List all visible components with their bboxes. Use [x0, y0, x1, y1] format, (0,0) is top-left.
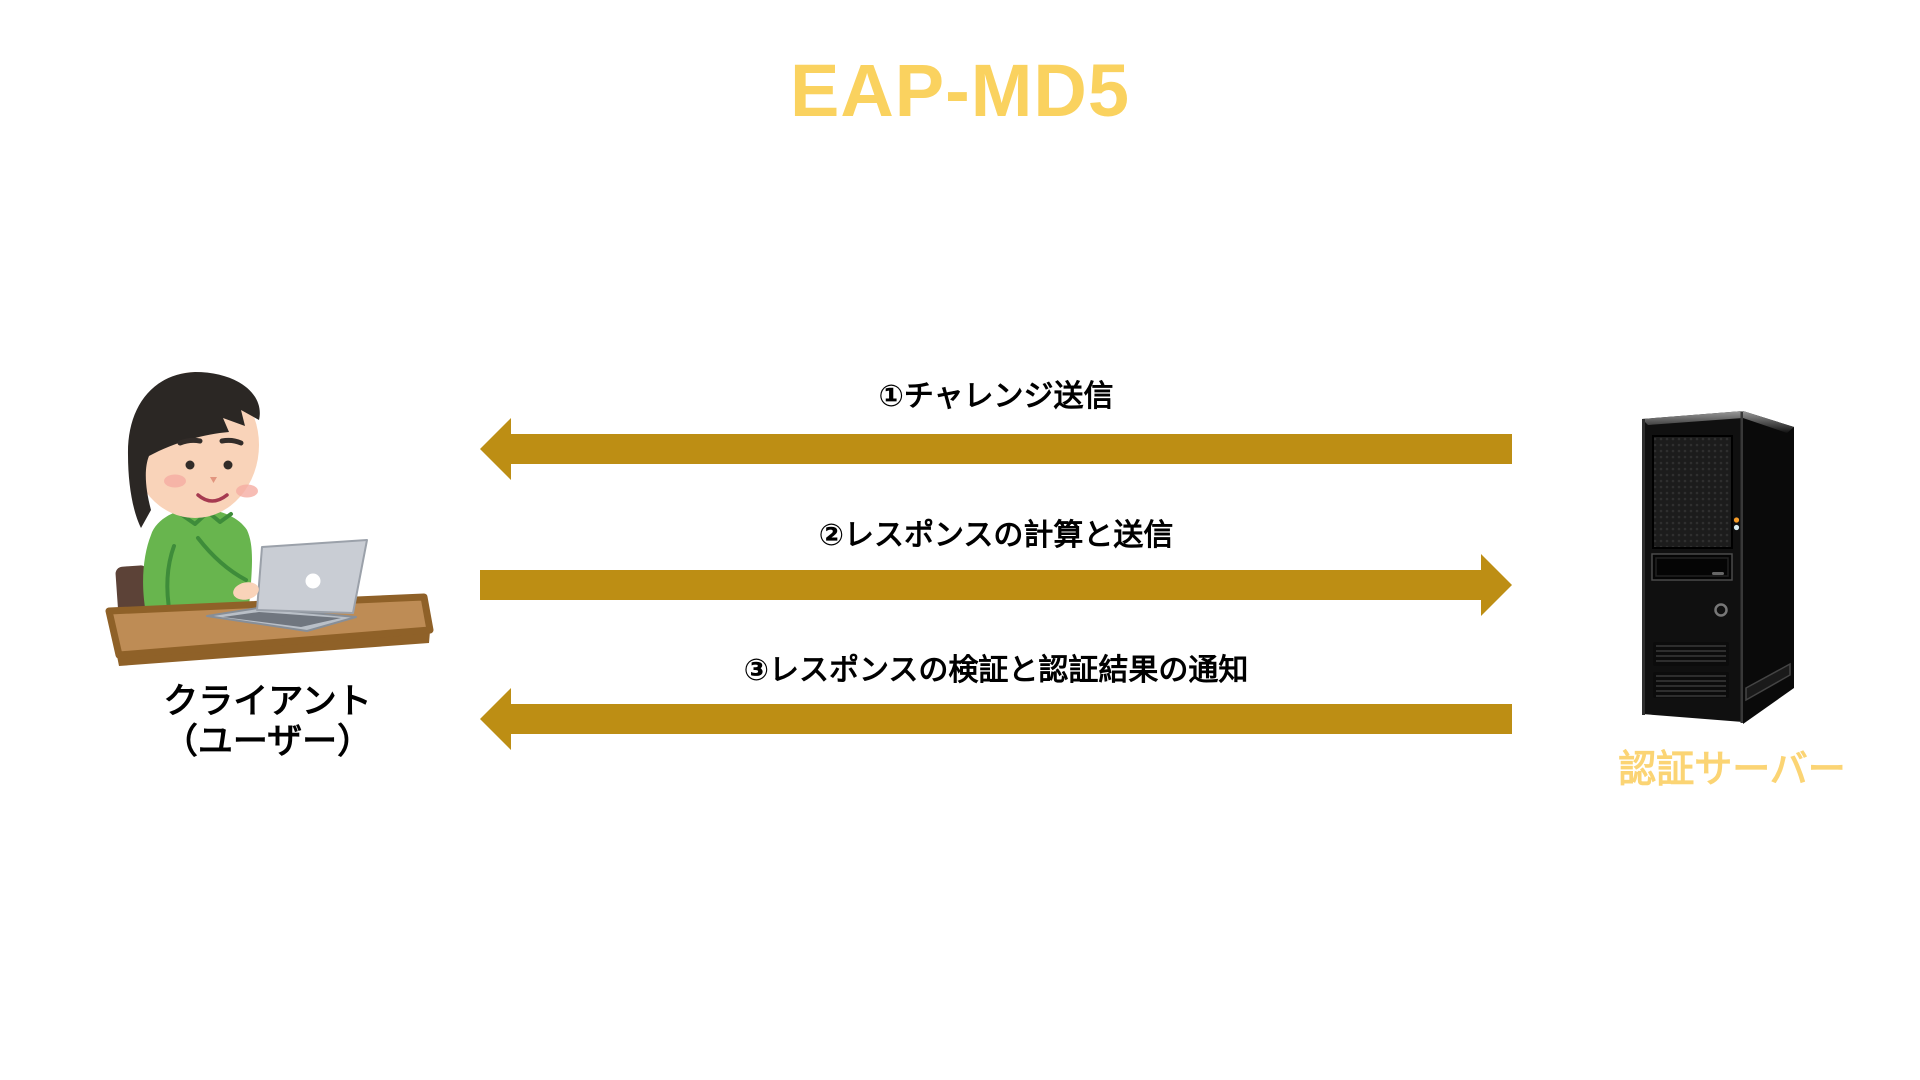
server-leds — [1733, 517, 1740, 531]
led-white — [1733, 524, 1740, 531]
message-label-3: ③レスポンスの検証と認証結果の通知 — [743, 654, 1249, 687]
server-side-trim — [1745, 662, 1791, 702]
client-illustration — [105, 372, 434, 666]
server-vents — [1653, 642, 1729, 698]
arrow-shape — [480, 688, 1512, 750]
server-illustration — [1642, 411, 1794, 724]
arrow-step-2-right — [480, 554, 1512, 616]
arrow-step-1-left — [480, 418, 1512, 480]
server-drive-bay — [1651, 553, 1733, 581]
server-label: 認証サーバー — [1618, 749, 1846, 791]
client-label: クライアント （ユーザー） — [95, 682, 440, 762]
arrow-shape — [480, 418, 1512, 480]
person-hand — [233, 582, 259, 600]
laptop-logo — [305, 573, 321, 589]
client-label-line1: クライアント — [163, 682, 372, 721]
led-orange — [1733, 517, 1740, 523]
arrow-step-3-left — [480, 688, 1512, 750]
message-label-1: ①チャレンジ送信 — [878, 380, 1114, 413]
person-head — [127, 372, 260, 528]
laptop — [206, 539, 368, 632]
person-hair — [127, 372, 260, 528]
server-power-button — [1714, 603, 1728, 617]
client-label-line2: （ユーザー） — [162, 722, 373, 761]
arrow-shape — [480, 554, 1512, 616]
person-body — [143, 507, 252, 618]
server-mesh-grille — [1652, 435, 1733, 549]
message-label-2: ②レスポンスの計算と送信 — [818, 519, 1174, 552]
page-title: EAP-MD5 — [789, 49, 1131, 132]
